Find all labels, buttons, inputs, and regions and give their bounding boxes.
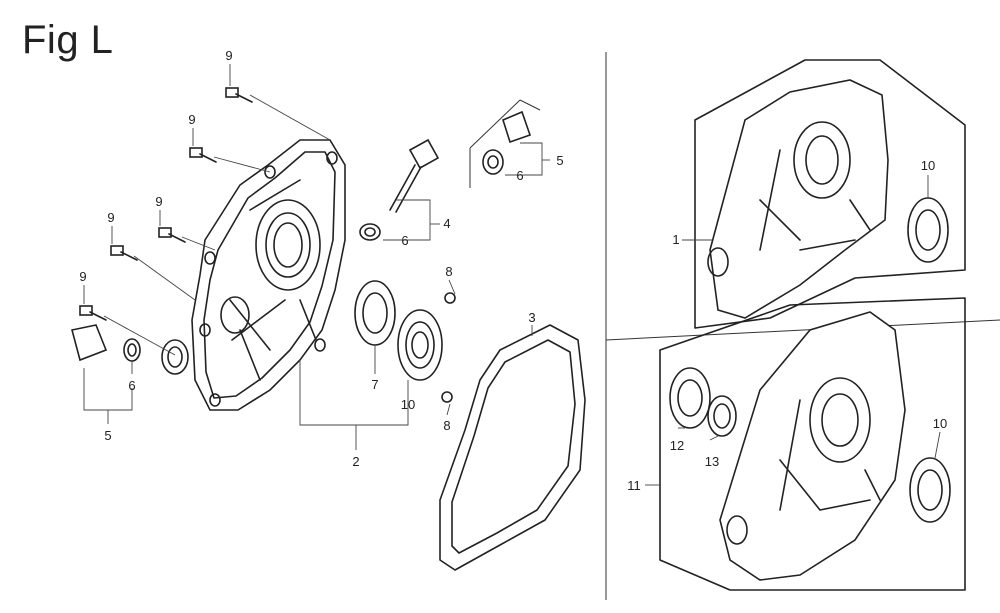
callout-5: 5 xyxy=(104,428,111,443)
callout-13: 13 xyxy=(705,454,719,469)
figure-title: Fig L xyxy=(22,18,114,62)
leader-lines xyxy=(83,64,941,486)
crankcase-cover-assy-top xyxy=(694,59,966,329)
crankcase-cover-left xyxy=(191,139,346,411)
callout-6: 6 xyxy=(516,168,523,183)
callout-10: 10 xyxy=(933,416,947,431)
seal-bearing-parts xyxy=(354,280,456,403)
gasket-part xyxy=(439,324,586,571)
panel-dividers xyxy=(469,52,1000,600)
bolt-parts xyxy=(79,87,253,321)
callout-3: 3 xyxy=(528,310,535,325)
callout-9: 9 xyxy=(79,269,86,284)
callout-4: 4 xyxy=(443,216,450,231)
callout-9: 9 xyxy=(225,48,232,63)
callout-9: 9 xyxy=(188,112,195,127)
left-drain-plug-assembly xyxy=(71,324,189,375)
oil-filler-cap-assembly xyxy=(359,138,440,241)
callout-12: 12 xyxy=(670,438,684,453)
callout-9: 9 xyxy=(107,210,114,225)
callout-11: 11 xyxy=(627,478,641,493)
callout-10: 10 xyxy=(401,397,415,412)
callout-labels: 9 9 9 9 9 6 5 4 6 5 6 8 8 7 10 2 3 1 10 … xyxy=(79,48,947,493)
crankcase-cover-assy-bottom xyxy=(659,297,966,591)
callout-7: 7 xyxy=(371,377,378,392)
inset-drain-plug-assembly xyxy=(482,110,532,175)
callout-6: 6 xyxy=(401,233,408,248)
callout-1: 1 xyxy=(672,232,679,247)
callout-8: 8 xyxy=(443,418,450,433)
callout-6: 6 xyxy=(128,378,135,393)
callout-2: 2 xyxy=(352,454,359,469)
callout-9: 9 xyxy=(155,194,162,209)
callout-10: 10 xyxy=(921,158,935,173)
callout-5: 5 xyxy=(556,153,563,168)
callout-8: 8 xyxy=(445,264,452,279)
